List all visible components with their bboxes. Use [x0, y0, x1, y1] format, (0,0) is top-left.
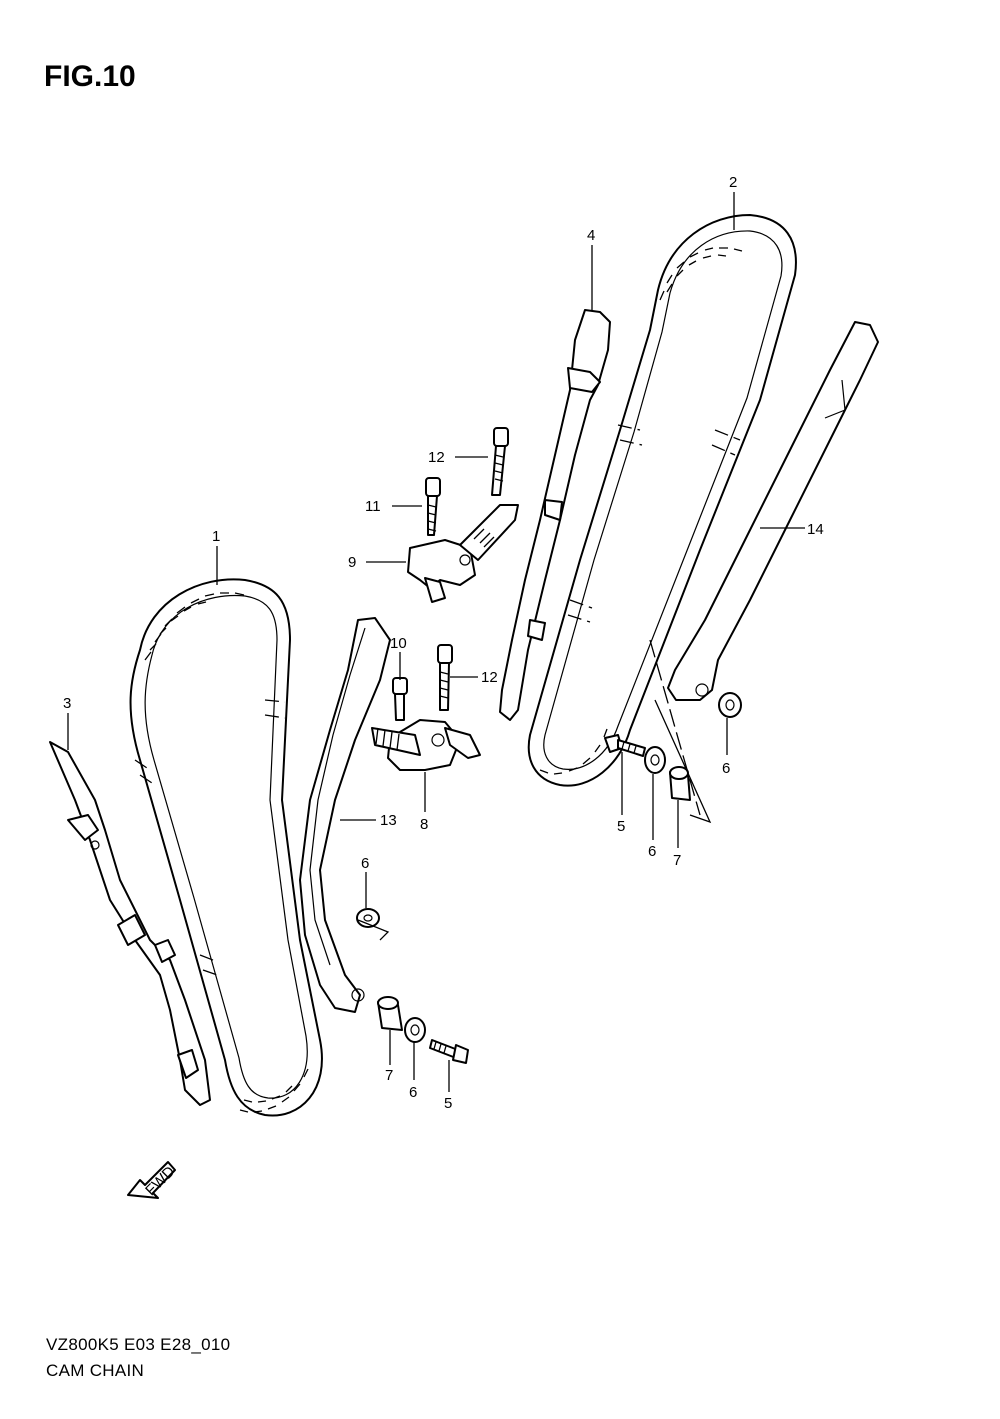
bolt-5-upper — [604, 734, 646, 757]
chain-links-bottom — [539, 728, 608, 775]
cam-chain-tensioner-upper — [407, 504, 519, 603]
callout-5-lower: 5 — [444, 1095, 452, 1112]
diagram-caption: CAM CHAIN — [46, 1361, 145, 1380]
callout-12-upper: 12 — [428, 449, 445, 466]
chain-links-top — [659, 247, 743, 301]
callout-9: 9 — [348, 554, 356, 571]
callout-8: 8 — [420, 816, 428, 833]
callout-10: 10 — [390, 635, 407, 652]
callout-2: 2 — [729, 174, 737, 191]
callout-6-upper: 6 — [648, 843, 656, 860]
chain-links-bottom — [239, 1068, 309, 1113]
washer-6-right — [718, 692, 742, 718]
bolt-5-lower — [429, 1039, 469, 1064]
leader-lines — [67, 192, 805, 1092]
chain-guide-right — [649, 321, 879, 816]
callout-1: 1 — [212, 528, 220, 545]
fwd-arrow-icon: FWD — [127, 1161, 179, 1199]
callout-7-upper: 7 — [673, 852, 681, 869]
callout-11: 11 — [365, 498, 381, 515]
figure-title: FIG.10 — [44, 60, 136, 93]
cam-chain-tensioner-lower — [371, 719, 481, 771]
chain-links-top — [144, 592, 245, 661]
chain-guide-front — [499, 309, 611, 721]
diagram-code: VZ800K5 E03 E28_010 — [46, 1335, 231, 1354]
callout-labels: 1 2 3 4 12 11 9 10 12 14 13 8 6 6 5 6 7 … — [63, 174, 824, 1112]
bolt-12-upper — [491, 427, 509, 496]
bolt-11 — [425, 477, 441, 536]
callout-6-mid: 6 — [361, 855, 369, 872]
callout-4: 4 — [587, 227, 595, 244]
bolt-12-lower — [437, 644, 453, 711]
callout-6-right: 6 — [722, 760, 730, 777]
washer-6-lower — [404, 1017, 426, 1043]
callout-13: 13 — [380, 812, 397, 829]
callout-5-upper: 5 — [617, 818, 625, 835]
callout-7-lower: 7 — [385, 1067, 393, 1084]
tensioner-rear — [299, 617, 391, 1013]
callout-6-lower: 6 — [409, 1084, 417, 1101]
spacer-7-lower — [377, 996, 403, 1031]
chain-guide-rear — [49, 741, 211, 1106]
callout-12-lower: 12 — [481, 669, 498, 686]
cam-chain-rear — [129, 578, 323, 1117]
spacer-7-upper — [669, 766, 691, 801]
callout-3: 3 — [63, 695, 71, 712]
washer-6-upper — [644, 746, 666, 774]
bolt-10 — [392, 677, 408, 721]
cam-chain-front — [527, 214, 797, 787]
callout-14: 14 — [807, 521, 824, 538]
